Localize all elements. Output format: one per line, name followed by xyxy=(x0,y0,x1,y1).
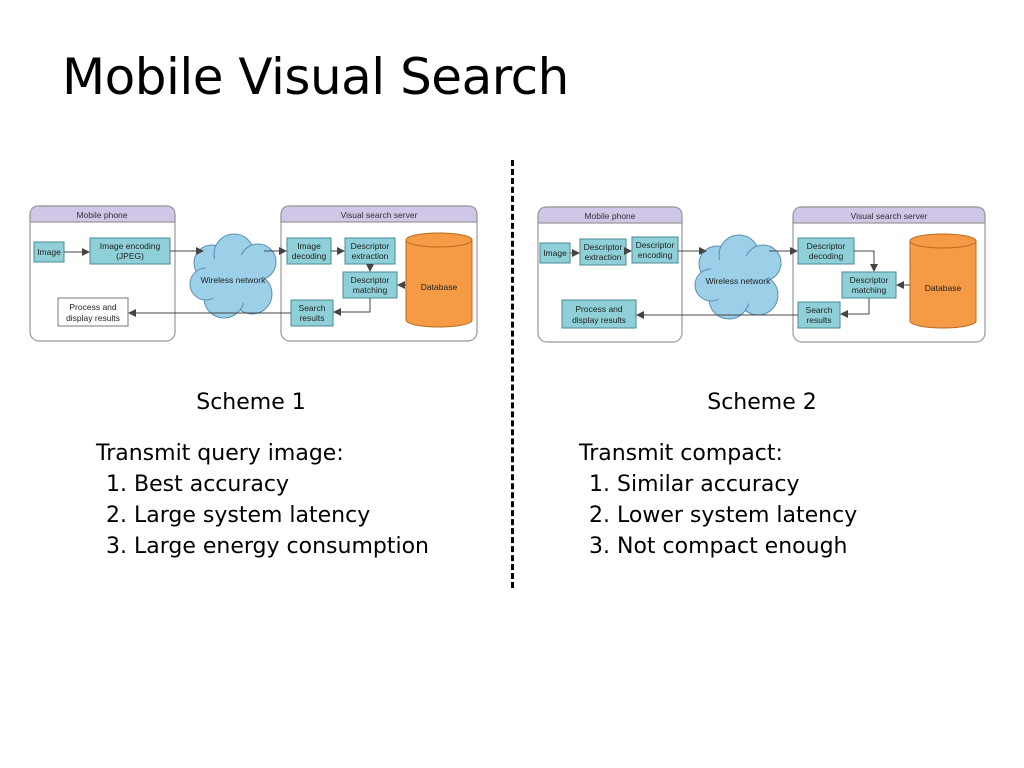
arrow-decoding-to-matching xyxy=(854,250,878,272)
descriptor-extraction-box xyxy=(344,237,396,265)
search-results-line2: results xyxy=(806,315,831,325)
descriptor-decoding-line1: Descriptor xyxy=(807,241,846,251)
search-results-line2: results xyxy=(299,313,324,323)
image-label: Image xyxy=(37,247,61,257)
mobile-phone-header xyxy=(537,206,683,224)
server-header-label: Visual search server xyxy=(341,210,418,220)
scheme1-heading: Transmit query image: xyxy=(96,441,344,466)
wireless-network-label: Wireless network xyxy=(706,276,771,286)
search-results-line1: Search xyxy=(299,303,326,313)
scheme2-diagram: Mobile phone Visual search server Wirele… xyxy=(536,200,996,348)
scheme1-point: Best accuracy xyxy=(134,469,429,500)
mobile-phone-header-label: Mobile phone xyxy=(76,210,127,220)
process-display-line1: Process and xyxy=(69,302,117,312)
image-decoding-line1: Image xyxy=(297,241,321,251)
arrow-matching-to-results xyxy=(840,298,870,318)
wireless-network-cloud xyxy=(189,233,277,319)
descriptor-extraction-box xyxy=(579,238,627,266)
scheme2-point: Similar accuracy xyxy=(617,469,857,500)
wireless-network-cloud xyxy=(694,234,782,320)
scheme2-diagram-svg: Mobile phone Visual search server Wirele… xyxy=(537,206,986,343)
image-decoding-line2: decoding xyxy=(292,251,327,261)
scheme2-point: Not compact enough xyxy=(617,531,857,562)
scheme-divider xyxy=(511,160,514,588)
descriptor-decoding-line2: decoding xyxy=(809,251,844,261)
descriptor-matching-box xyxy=(342,271,398,299)
image-decoding-box xyxy=(286,237,332,265)
scheme2-heading: Transmit compact: xyxy=(579,441,783,466)
database-cylinder xyxy=(405,232,473,328)
server-header-label: Visual search server xyxy=(851,211,928,221)
descriptor-extraction-line1: Descriptor xyxy=(584,242,623,252)
arrow-matching-to-results xyxy=(333,298,371,316)
server-header xyxy=(280,205,478,223)
descriptor-extraction-line2: extraction xyxy=(352,251,389,261)
descriptor-decoding-box xyxy=(797,237,855,265)
wireless-network-label: Wireless network xyxy=(201,275,266,285)
image-encoding-line2: (JPEG) xyxy=(116,251,144,261)
database-label: Database xyxy=(925,283,962,293)
descriptor-encoding-box xyxy=(631,236,679,264)
process-display-line2: display results xyxy=(66,313,120,323)
descriptor-matching-line2: matching xyxy=(852,285,887,295)
scheme1-diagram-svg: Mobile phone Visual search server Wirele… xyxy=(29,205,478,342)
descriptor-extraction-line2: extraction xyxy=(585,252,622,262)
scheme1-points: Best accuracy Large system latency Large… xyxy=(96,469,429,562)
descriptor-extraction-line1: Descriptor xyxy=(351,241,390,251)
image-encoding-line1: Image encoding xyxy=(100,241,161,251)
scheme1-diagram: Mobile phone Visual search server Wirele… xyxy=(28,200,488,348)
mobile-phone-header xyxy=(29,205,176,223)
scheme1-point: Large system latency xyxy=(134,500,429,531)
database-label: Database xyxy=(421,282,458,292)
search-results-line1: Search xyxy=(806,305,833,315)
server-header xyxy=(792,206,986,224)
process-display-line2: display results xyxy=(572,315,626,325)
scheme1-label: Scheme 1 xyxy=(196,390,306,415)
scheme2-description: Transmit compact: Similar accuracy Lower… xyxy=(579,438,857,562)
scheme1-point: Large energy consumption xyxy=(134,531,429,562)
database-cylinder xyxy=(909,233,977,329)
scheme2-point: Lower system latency xyxy=(617,500,857,531)
descriptor-matching-line2: matching xyxy=(353,285,388,295)
slide-title: Mobile Visual Search xyxy=(62,48,569,106)
scheme1-description: Transmit query image: Best accuracy Larg… xyxy=(96,438,429,562)
descriptor-matching-line1: Descriptor xyxy=(351,275,390,285)
descriptor-matching-line1: Descriptor xyxy=(850,275,889,285)
scheme2-label: Scheme 2 xyxy=(707,390,817,415)
mobile-phone-header-label: Mobile phone xyxy=(584,211,635,221)
descriptor-encoding-line1: Descriptor xyxy=(636,240,675,250)
search-results-box xyxy=(290,299,334,327)
process-display-box xyxy=(57,297,129,327)
image-label: Image xyxy=(543,248,567,258)
scheme2-points: Similar accuracy Lower system latency No… xyxy=(579,469,857,562)
descriptor-encoding-line2: encoding xyxy=(638,250,673,260)
process-display-line1: Process and xyxy=(575,304,623,314)
